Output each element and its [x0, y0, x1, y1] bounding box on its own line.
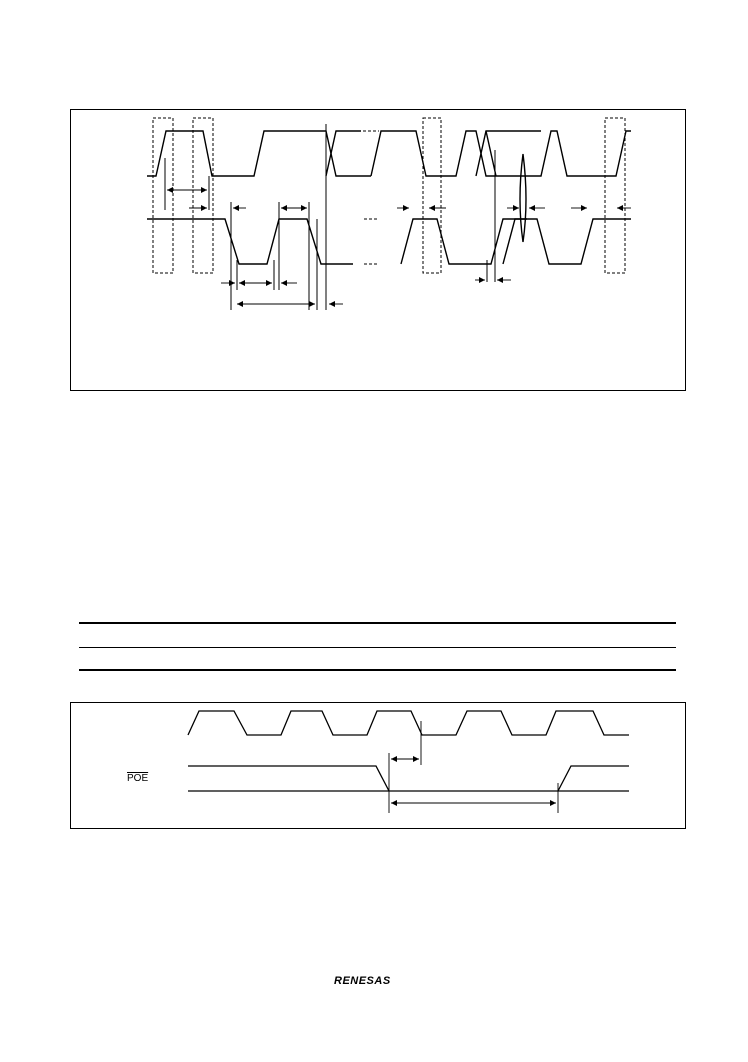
table-top-rule: [79, 622, 676, 624]
renesas-logo: RENESAS: [334, 975, 391, 987]
table-header-rule: [79, 647, 676, 648]
timing-diagram-2: POE: [70, 702, 686, 829]
poe-signal-label: POE: [127, 773, 149, 784]
timing-diagram-1: [70, 109, 686, 391]
timing-diagram-2-waveforms: [187, 710, 629, 813]
timing-diagram-1-waveforms: [147, 117, 631, 310]
table-bottom-rule: [79, 669, 676, 671]
